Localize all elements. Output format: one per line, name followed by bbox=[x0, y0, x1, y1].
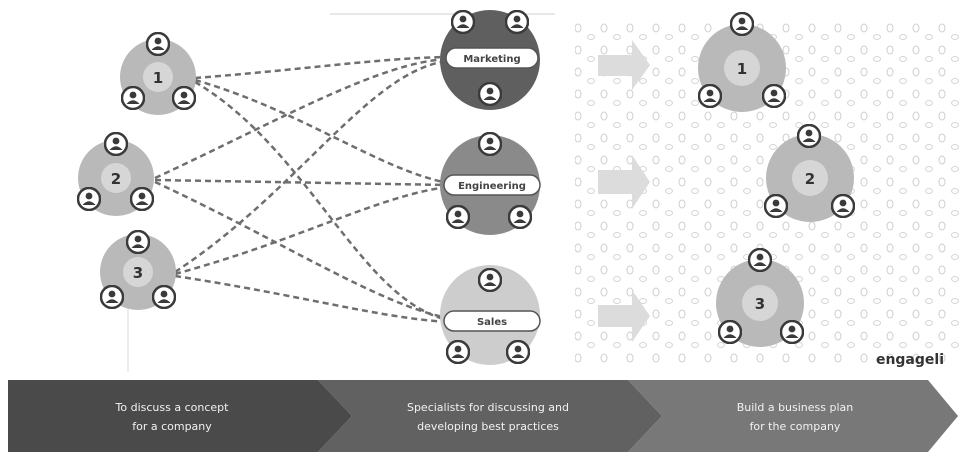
person-icon bbox=[831, 194, 855, 218]
person-icon bbox=[762, 84, 786, 108]
person-icon bbox=[172, 86, 196, 110]
arrow-bottom bbox=[598, 290, 650, 342]
arrow-middle bbox=[598, 155, 650, 209]
person-icon bbox=[130, 187, 154, 211]
banner-step-2 bbox=[318, 380, 662, 452]
left-group-3: 3 bbox=[100, 230, 176, 310]
right-group-3-number: 3 bbox=[755, 295, 765, 313]
engineering-label: Engineering bbox=[458, 181, 526, 192]
left-group-2: 2 bbox=[77, 132, 154, 216]
right-group-3: 3 bbox=[716, 248, 804, 347]
step-1-line-1: To discuss a concept bbox=[115, 401, 230, 414]
left-group-1: 1 bbox=[120, 32, 196, 115]
person-icon bbox=[77, 187, 101, 211]
sales-label: Sales bbox=[477, 317, 507, 328]
person-icon bbox=[698, 84, 722, 108]
left-group-3-number: 3 bbox=[133, 264, 143, 282]
step-3-line-1: Build a business plan bbox=[737, 401, 854, 414]
banner-step-1 bbox=[8, 380, 352, 452]
step-3-line-2: for the company bbox=[750, 420, 841, 433]
department-engineering: Engineering bbox=[440, 132, 541, 235]
process-banner: To discuss a concept for a company Speci… bbox=[8, 380, 958, 452]
flow-arrows bbox=[598, 40, 650, 342]
right-group-2-number: 2 bbox=[805, 170, 815, 188]
engageli-logo: engageli bbox=[876, 352, 944, 368]
right-group-1-number: 1 bbox=[737, 60, 747, 78]
person-icon bbox=[478, 82, 502, 106]
right-group-1: 1 bbox=[698, 12, 786, 112]
person-icon bbox=[764, 194, 788, 218]
person-icon bbox=[152, 285, 176, 309]
person-icon bbox=[451, 10, 475, 34]
person-icon bbox=[126, 230, 150, 254]
step-2-line-1: Specialists for discussing and bbox=[407, 401, 569, 414]
person-icon bbox=[446, 205, 470, 229]
banner-step-3 bbox=[628, 380, 958, 452]
person-icon bbox=[446, 340, 470, 364]
person-icon bbox=[508, 205, 532, 229]
person-icon bbox=[718, 320, 742, 344]
department-marketing: Marketing bbox=[440, 10, 540, 110]
person-icon bbox=[104, 132, 128, 156]
person-icon bbox=[100, 285, 124, 309]
person-icon bbox=[478, 268, 502, 292]
department-sales: Sales bbox=[440, 265, 541, 365]
arrow-top bbox=[598, 40, 650, 90]
person-icon bbox=[780, 320, 804, 344]
marketing-label: Marketing bbox=[463, 54, 520, 65]
step-2-line-2: developing best practices bbox=[417, 420, 559, 433]
left-group-1-number: 1 bbox=[153, 69, 163, 87]
person-icon bbox=[505, 10, 529, 34]
connector-lines bbox=[154, 55, 449, 324]
person-icon bbox=[797, 124, 821, 148]
person-icon bbox=[730, 12, 754, 36]
step-1-line-2: for a company bbox=[132, 420, 212, 433]
right-group-2: 2 bbox=[764, 124, 855, 222]
left-group-2-number: 2 bbox=[111, 170, 121, 188]
person-icon bbox=[506, 340, 530, 364]
person-icon bbox=[121, 86, 145, 110]
person-icon bbox=[748, 248, 772, 272]
person-icon bbox=[478, 132, 502, 156]
person-icon bbox=[146, 32, 170, 56]
